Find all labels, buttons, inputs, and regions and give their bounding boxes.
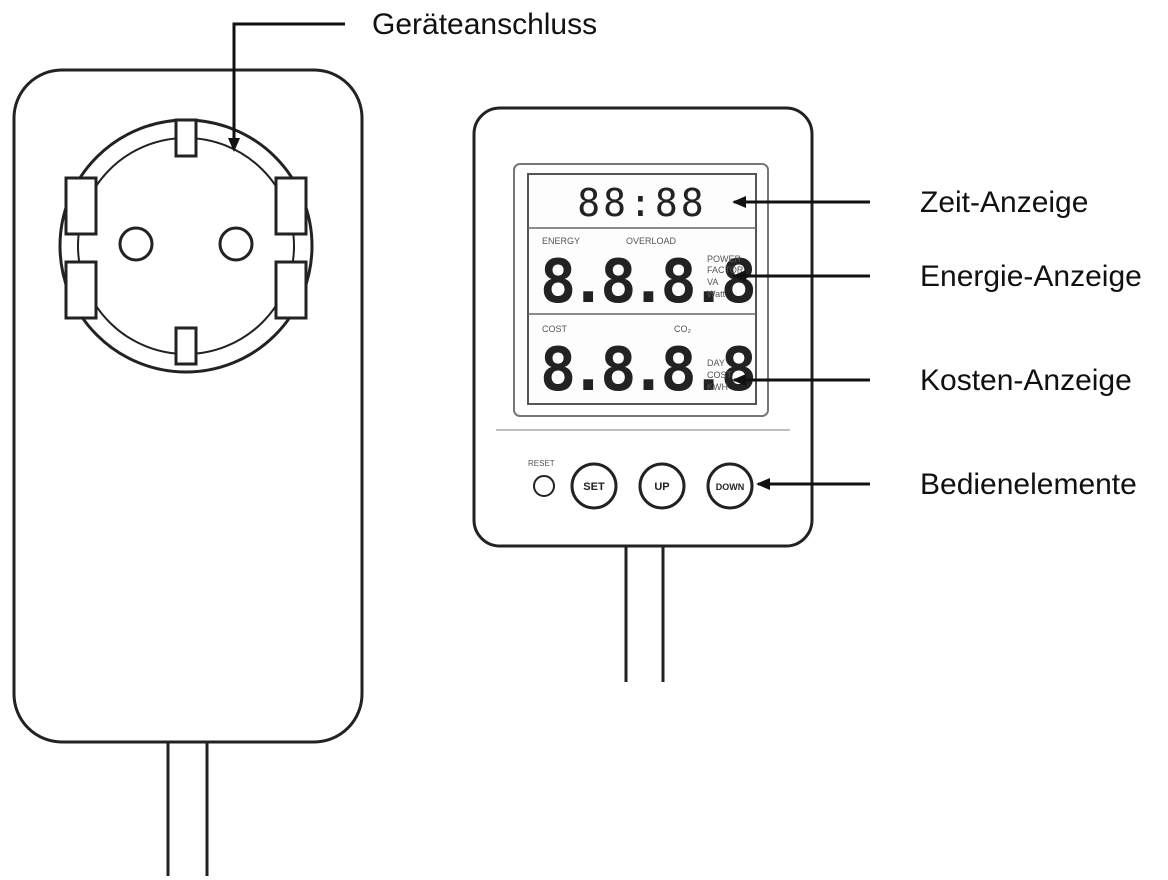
energy-callout: Energie-Anzeige (920, 260, 1142, 293)
down-button (706, 462, 754, 510)
cost-units: DAY COST KWH (707, 358, 733, 392)
unit-power: POWER (707, 254, 742, 264)
overload-label: OVERLOAD (626, 236, 677, 246)
up-button (638, 462, 686, 510)
earth-clip-bottom (174, 326, 198, 366)
cost-label: COST (542, 324, 568, 334)
cost-digits: 8.8.8.8 (540, 335, 754, 405)
cost-callout: Kosten-Anzeige (920, 364, 1132, 397)
energy-label: ENERGY (542, 236, 580, 246)
reset-button (533, 475, 555, 497)
unit-factor: FACTOR (707, 265, 744, 275)
set-label: SET (583, 481, 605, 493)
socket-callout: Geräteanschluss (372, 8, 598, 41)
time-digits: 88:88 (577, 181, 706, 225)
side-slot-left-bottom (64, 260, 98, 320)
down-label: DOWN (716, 482, 745, 492)
socket-face (58, 118, 314, 374)
up-label: UP (654, 481, 669, 493)
earth-clip-top (174, 118, 198, 158)
unit-kwh: KWH (707, 382, 728, 392)
energy-digits: 8.8.8.8 (540, 247, 754, 317)
co2-label: CO₂ (674, 324, 692, 334)
plug-device (12, 68, 364, 876)
unit-day: DAY (707, 358, 725, 368)
time-callout: Zeit-Anzeige (920, 186, 1089, 219)
side-slot-left-top (64, 176, 98, 236)
unit-va: VA (707, 277, 718, 287)
pin-hole-right (218, 226, 254, 262)
socket-arrow (228, 22, 345, 152)
side-slot-right-bottom (274, 260, 308, 320)
unit-cost: COST (707, 370, 733, 380)
pin-hole-left (118, 226, 154, 262)
energy-units: POWER FACTOR VA Watt (707, 254, 744, 299)
side-slot-right-top (274, 176, 308, 236)
reset-label: RESET (528, 459, 555, 468)
controls-callout: Bedienelemente (920, 468, 1137, 501)
unit-watt: Watt (707, 289, 726, 299)
set-button (570, 462, 618, 510)
lcd-screen (527, 173, 757, 405)
meter-device (472, 106, 814, 682)
lcd-bezel (513, 163, 769, 417)
